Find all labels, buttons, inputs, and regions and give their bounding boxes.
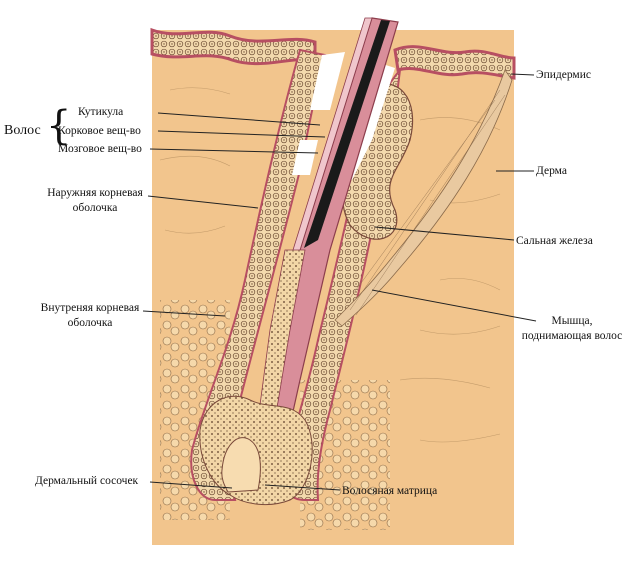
label-hair-matrix: Волосяная матрица [342, 485, 438, 497]
label-cortex: Корковое вещ-во [58, 125, 141, 137]
label-dermis: Дерма [536, 165, 567, 177]
muscle-striations [344, 89, 506, 316]
label-cuticle: Кутикула [78, 106, 124, 118]
gap-mid [292, 140, 318, 175]
arrector-muscle [334, 69, 513, 327]
label-dermal-papilla: Дермальный сосочек [35, 475, 139, 487]
leader-lines [142, 73, 537, 491]
label-sebaceous-gland: Сальная железа [516, 235, 593, 247]
dermal-papilla-shape [221, 437, 261, 493]
label-epidermis: Эпидермис [536, 69, 591, 81]
hair-group-brace: { [46, 103, 72, 149]
gap-upper [310, 52, 345, 110]
label-inner-root-sheath-1: Внутреняя корневая [40, 302, 140, 314]
label-outer-root-sheath-1: Наружняя корневая [47, 187, 143, 199]
label-arrector-muscle-1: Мышца, [551, 315, 593, 327]
epidermis-right [393, 45, 516, 80]
label-medulla: Мозговое вещ-во [58, 143, 142, 155]
label-arrector-muscle-2: поднимающая волос [521, 330, 623, 342]
label-outer-root-sheath-2: оболочка [72, 202, 118, 214]
hair-group-label: Волос [4, 123, 41, 138]
label-inner-root-sheath-2: оболочка [67, 317, 113, 329]
hair-medulla [304, 20, 390, 248]
